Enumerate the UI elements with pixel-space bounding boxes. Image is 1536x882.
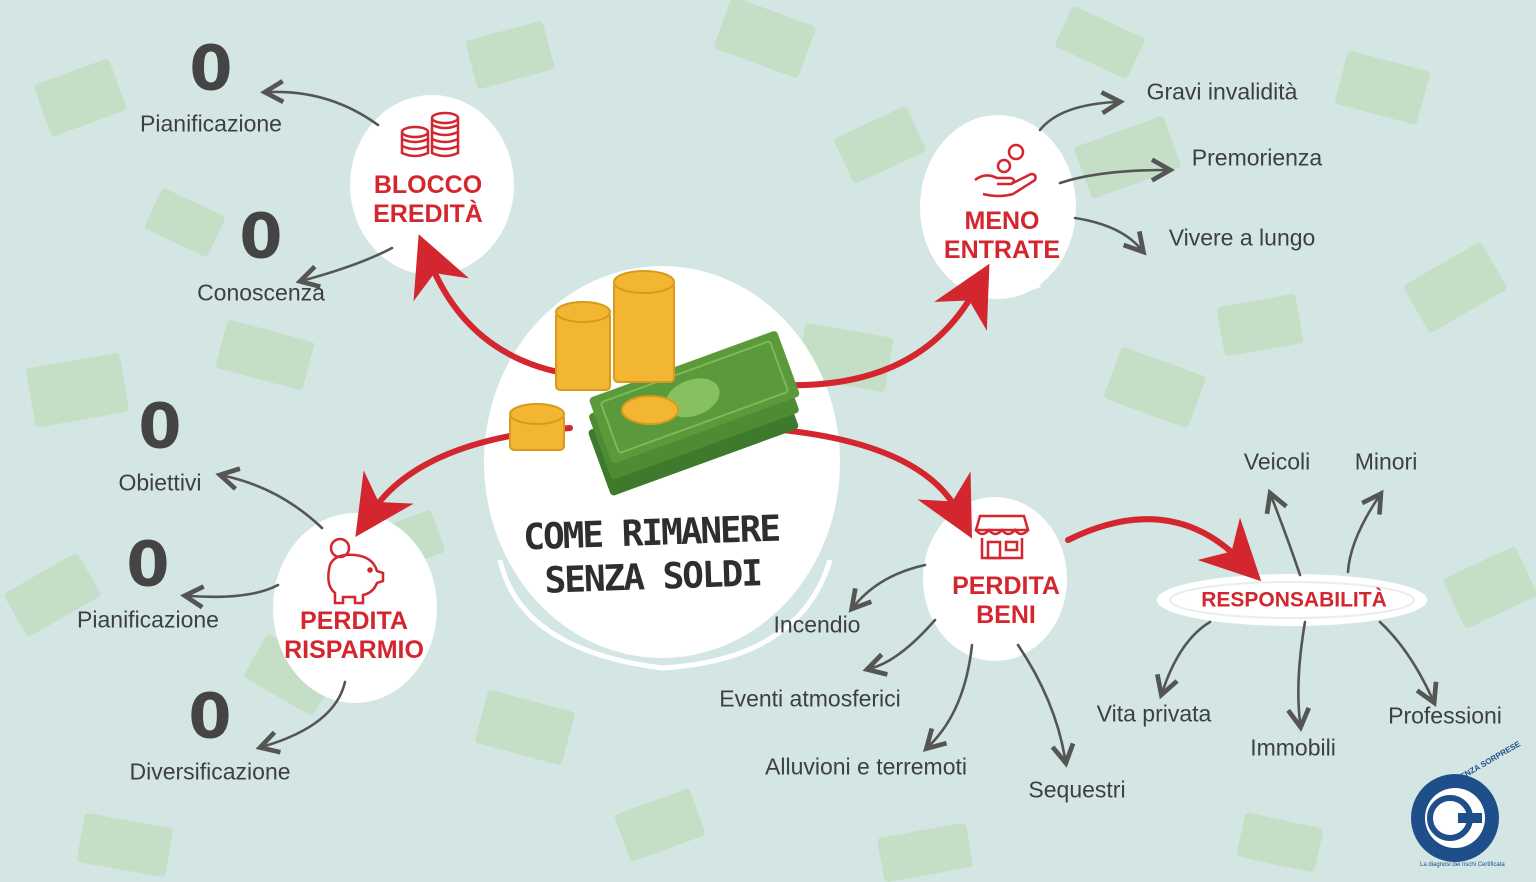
- item-label: Obiettivi: [118, 469, 202, 496]
- shop-icon: [974, 514, 1030, 560]
- node-responsabilita-label: RESPONSABILITÀ: [1201, 588, 1387, 612]
- node-meno-entrate: MENO ENTRATE: [944, 207, 1060, 265]
- blob-responsabilita: [1157, 574, 1427, 626]
- item-label: Pianificazione: [140, 110, 282, 137]
- zero-value: 0: [188, 679, 232, 753]
- zero-value: 0: [189, 31, 233, 105]
- piggy-bank-icon: [327, 537, 385, 605]
- node-risparmio-line2: RISPARMIO: [284, 636, 424, 664]
- item-label: Vivere a lungo: [1168, 224, 1316, 251]
- blob-meno: [920, 115, 1076, 299]
- arrow-to-meno: [777, 263, 990, 389]
- item-label: Gravi invalidità: [1146, 78, 1298, 105]
- item-label: Eventi atmosferici: [719, 685, 901, 712]
- arrow-to-blocco: [413, 234, 578, 378]
- zero-value: 0: [138, 389, 182, 463]
- blob-blocco: [350, 95, 514, 275]
- item-label: Conoscenza: [197, 279, 325, 306]
- arrow-to-responsabilita: [1065, 516, 1262, 582]
- item-label: Alluvioni e terremoti: [765, 753, 967, 780]
- node-perdita-risparmio: PERDITA RISPARMIO: [284, 607, 424, 665]
- futuro-senza-sorprese-logo: [1411, 774, 1499, 862]
- node-blocco-line1: BLOCCO: [373, 171, 483, 199]
- coin-stack-icon: [400, 111, 460, 158]
- center-title: COME RIMANERE SENZA SOLDI: [523, 508, 782, 605]
- node-meno-line2: ENTRATE: [943, 236, 1061, 264]
- item-label: Incendio: [773, 611, 861, 638]
- item-label: Pianificazione: [77, 606, 219, 633]
- item-label: Professioni: [1388, 702, 1502, 729]
- blob-risparmio: [273, 513, 437, 703]
- zero-value: 0: [239, 199, 283, 273]
- node-responsabilita: RESPONSABILITÀ: [1201, 586, 1387, 615]
- item-label: Premorienza: [1191, 144, 1323, 171]
- item-label: Minori: [1354, 448, 1418, 475]
- node-beni-line1: PERDITA: [952, 572, 1060, 600]
- item-label: Veicoli: [1243, 448, 1311, 475]
- item-label: Immobili: [1250, 734, 1336, 761]
- money-pile-icon: [509, 270, 800, 496]
- arrow-to-beni: [757, 425, 973, 539]
- center-title-line2: SENZA SOLDI: [543, 553, 762, 602]
- node-meno-line1: MENO: [964, 207, 1040, 235]
- hand-coins-icon: [974, 143, 1037, 198]
- node-perdita-beni: PERDITA BENI: [952, 572, 1060, 630]
- node-beni-line2: BENI: [976, 601, 1036, 629]
- item-label: Diversificazione: [129, 758, 291, 785]
- zero-value: 0: [126, 527, 170, 601]
- node-blocco-eredita: BLOCCO EREDITÀ: [373, 171, 483, 229]
- node-risparmio-line1: PERDITA: [300, 607, 408, 635]
- node-blocco-line2: EREDITÀ: [373, 200, 483, 228]
- item-label: Sequestri: [1028, 776, 1126, 803]
- logo-tagline: La diagnosi dei rischi Certificata: [1420, 862, 1505, 868]
- item-label: Vita privata: [1096, 700, 1212, 727]
